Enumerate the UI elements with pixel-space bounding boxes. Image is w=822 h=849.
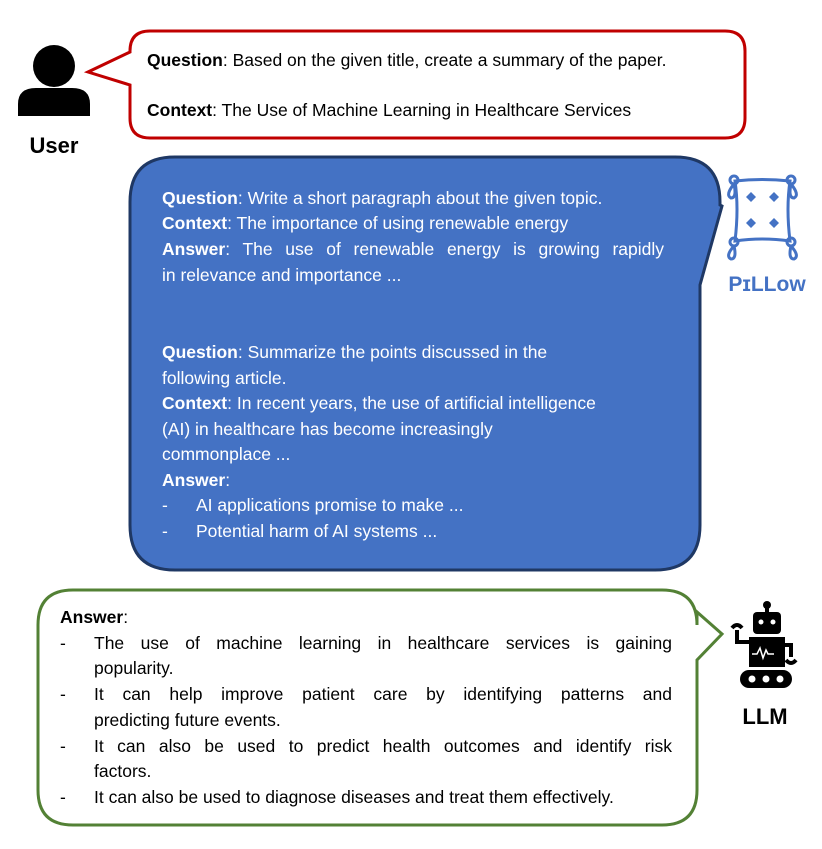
robot-icon	[730, 601, 798, 688]
llm-label: LLM	[742, 704, 788, 729]
pillow-ex2-bullet: Potential harm of AI systems ...	[196, 521, 438, 541]
user-icon	[18, 45, 90, 116]
bullet-marker: -	[60, 736, 66, 756]
user-speech-bubble	[83, 29, 747, 140]
pillow-ex2-question: Question: Summarize the points discussed…	[162, 342, 548, 362]
llm-bullet-cont: factors.	[94, 761, 152, 781]
llm-bullet-cont: popularity.	[94, 658, 174, 678]
pillow-ex2-question-cont: following article.	[162, 368, 287, 388]
user-label: User	[29, 133, 79, 158]
bullet-marker: -	[162, 495, 168, 515]
llm-bullet: It can help improve patient care by iden…	[94, 684, 672, 704]
llm-bullet: It can also be used to predict health ou…	[94, 736, 672, 756]
user-question: Question: Based on the given title, crea…	[147, 50, 667, 70]
pillow-ex2-answer: Answer:	[162, 470, 231, 490]
pillow-icon	[727, 174, 798, 261]
llm-speech-bubble	[36, 588, 725, 827]
bullet-marker: -	[60, 684, 66, 704]
llm-bullet: It can also be used to diagnose diseases…	[94, 787, 614, 807]
pillow-ex1-answer: Answer: The use of renewable energy is g…	[162, 239, 664, 259]
pillow-ex1-context: Context: The importance of using renewab…	[162, 213, 569, 233]
pillow-ex1-question: Question: Write a short paragraph about …	[162, 188, 603, 208]
pillow-ex2-context: Context: In recent years, the use of art…	[162, 393, 596, 413]
pillow-ex2-context-cont: commonplace ...	[162, 444, 291, 464]
pillow-ex2-context-cont: (AI) in healthcare has become increasing…	[162, 419, 493, 439]
bullet-marker: -	[162, 521, 168, 541]
pillow-ex1-answer-cont: in relevance and importance ...	[162, 265, 402, 285]
pillow-label: PɪLLᴏᴡ	[728, 273, 806, 296]
llm-bullet-cont: predicting future events.	[94, 710, 281, 730]
pillow-ex2-bullet: AI applications promise to make ...	[196, 495, 464, 515]
pillow-speech-bubble	[128, 155, 724, 572]
bullet-marker: -	[60, 633, 66, 653]
user-context: Context: The Use of Machine Learning in …	[147, 100, 632, 120]
llm-bullet: The use of machine learning in healthcar…	[94, 633, 672, 653]
llm-answer-label: Answer:	[60, 607, 129, 627]
bullet-marker: -	[60, 787, 66, 807]
